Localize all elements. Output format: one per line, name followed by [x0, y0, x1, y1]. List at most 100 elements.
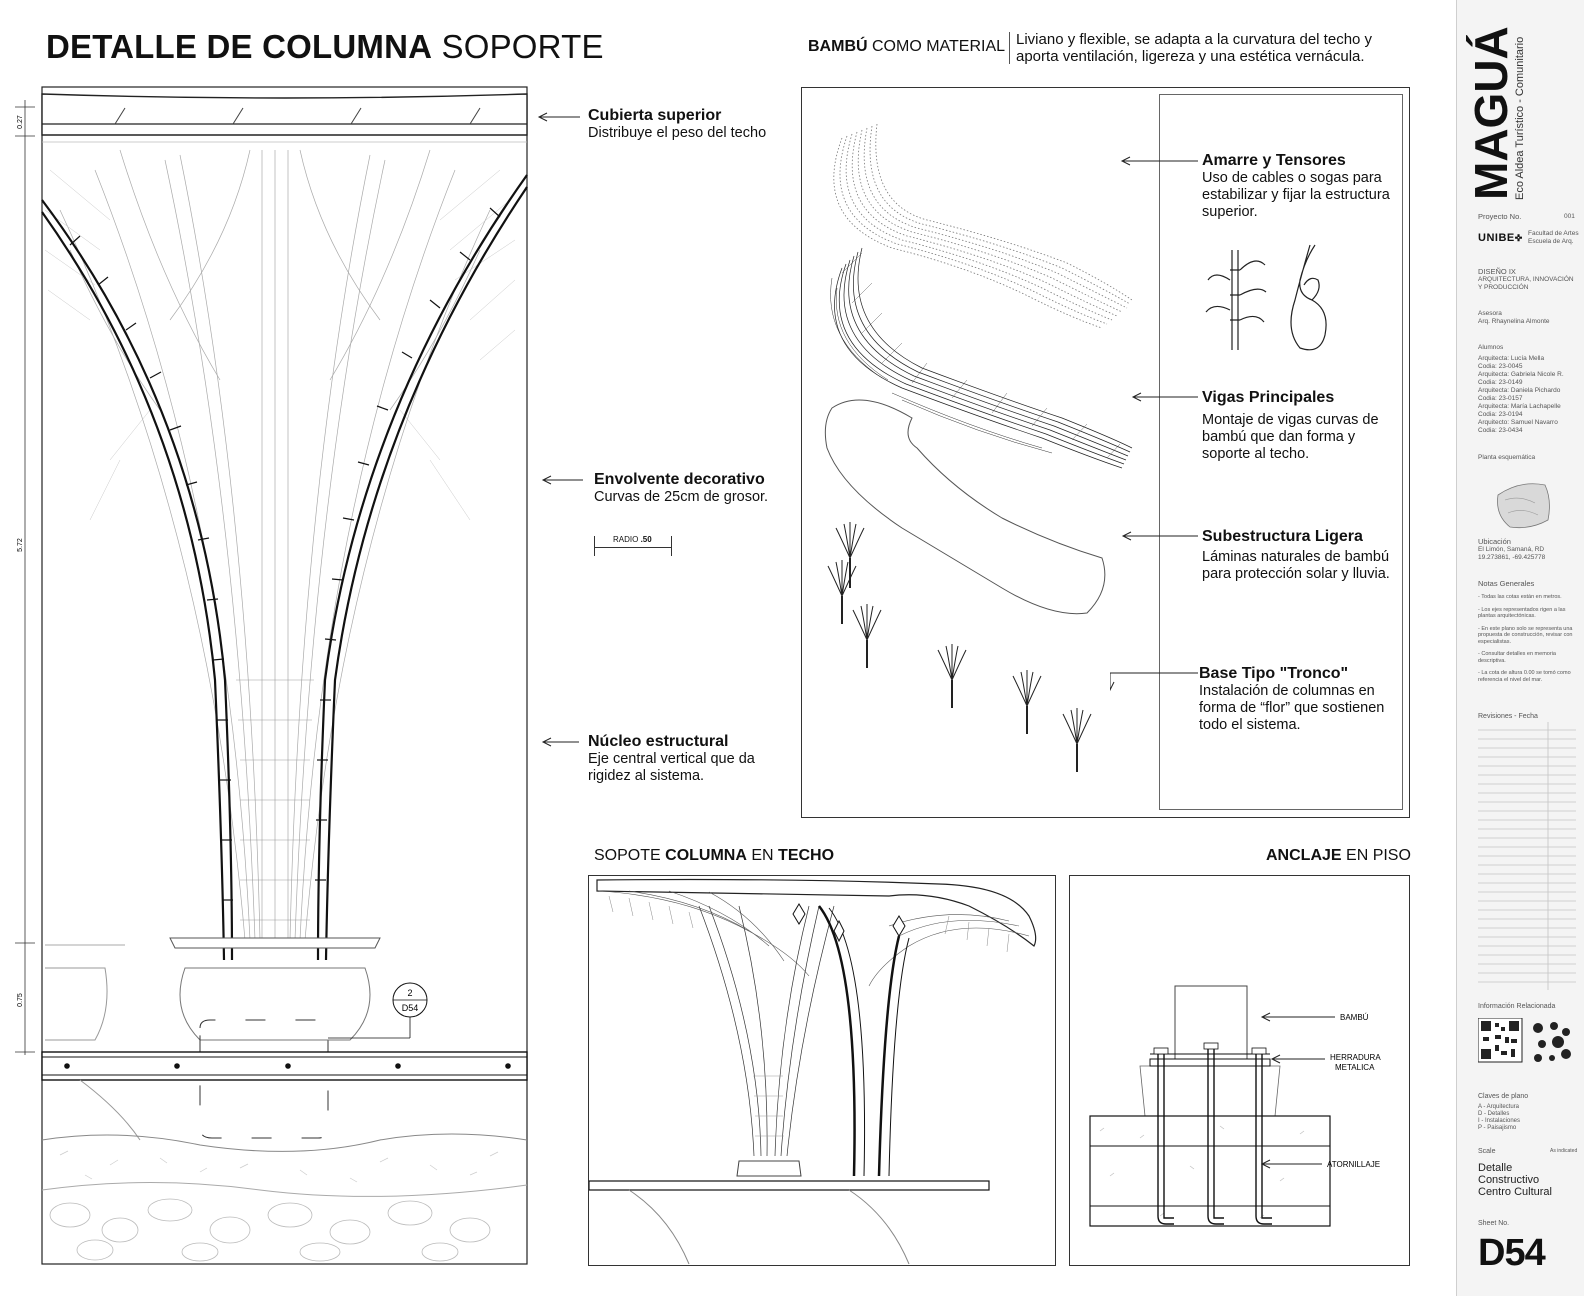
label-subestructura-text: Láminas naturales de bambú para protecci…	[1202, 549, 1390, 582]
note-item: - La cota de altura 0.00 se tomó como re…	[1478, 670, 1571, 683]
label-cubierta-title: Cubierta superior	[588, 107, 722, 124]
material-heading-rest: COMO MATERIAL	[872, 38, 1006, 55]
label-amarre: Amarre y Tensores Uso de cables o sogas …	[1202, 152, 1392, 221]
scale-desc-1: Detalle	[1478, 1162, 1513, 1174]
location-block: Ubicación El Limón, Samaná, RD 19.273861…	[1478, 538, 1578, 562]
section-title-techo-2: COLUMNA	[665, 847, 747, 864]
anchor-label-herradura-b: METALICA	[1335, 1063, 1375, 1072]
label-envolvente: Envolvente decorativo Curvas de 25cm de …	[594, 471, 804, 506]
student-line: Arquitecta: Gabriela Nicole R.	[1478, 371, 1564, 378]
label-base-title: Base Tipo "Tronco"	[1199, 665, 1349, 682]
key-item: A - Arquitectura	[1478, 1104, 1520, 1110]
dimension-bottom: 0.75	[17, 993, 24, 1007]
floor-anchor-drawing: BAMBÚ HERRADURA METALICA ATORNILLAJE	[1089, 985, 1381, 1227]
radio-dimension: RADIO .50	[594, 535, 672, 556]
label-envolvente-text: Curvas de 25cm de grosor.	[594, 489, 769, 505]
revisions-table	[1478, 722, 1576, 990]
material-separator	[1009, 32, 1010, 64]
material-heading-bold: BAMBÚ	[808, 38, 868, 55]
students-block: Alumnos Arquitecta: Lucía Mella Codia: 2…	[1478, 344, 1578, 435]
students-label: Alumnos	[1478, 344, 1504, 351]
note-item: - En este plano solo se representa una p…	[1478, 625, 1573, 645]
pattern-code-icon	[1533, 1022, 1571, 1062]
material-heading: BAMBÚ COMO MATERIAL	[808, 38, 1005, 56]
faculty-line-1: Facultad de Artes	[1528, 230, 1579, 237]
advisor-label: Asesora	[1478, 310, 1502, 317]
anchor-label-atornillaje: ATORNILLAJE	[1327, 1160, 1380, 1169]
roof-support-frame	[588, 875, 1056, 1266]
key-item: D - Detalles	[1478, 1111, 1510, 1117]
label-envolvente-title: Envolvente decorativo	[594, 471, 765, 488]
course-name: DISEÑO IX	[1478, 267, 1516, 276]
note-item: - Consultar detalles en memoria descript…	[1478, 651, 1556, 664]
scale-desc-3: Centro Cultural	[1478, 1186, 1552, 1198]
anchor-label-herradura-a: HERRADURA	[1330, 1053, 1381, 1062]
school-logo-mark: ✜	[1514, 233, 1523, 243]
label-amarre-text: Uso de cables o sogas para estabilizar y…	[1202, 170, 1390, 220]
sheet-title: DETALLE DE COLUMNA SOPORTE	[46, 28, 604, 66]
student-line: Codia: 23-0149	[1478, 379, 1523, 386]
sheet-number: D54	[1478, 1232, 1546, 1274]
radio-label-text: RADIO	[613, 535, 639, 544]
section-title-techo-4: TECHO	[778, 847, 835, 864]
brand-subtitle: Eco Aldea Turístico - Comunitario	[1514, 36, 1526, 200]
section-ref-sheet: D54	[402, 1003, 419, 1013]
section-title-anclaje: ANCLAJE EN PISO	[1266, 847, 1411, 865]
student-line: Codia: 23-0157	[1478, 395, 1523, 402]
exploded-labels-frame	[1159, 94, 1403, 810]
student-line: Arquitecto: Samuel Navarro	[1478, 419, 1558, 426]
key-item: P - Paisajismo	[1478, 1125, 1517, 1131]
label-vigas-text: Montaje de vigas curvas de bambú que dan…	[1202, 412, 1379, 462]
location-label: Ubicación	[1478, 537, 1511, 546]
brand-title: MAGUÁ	[1465, 26, 1517, 200]
label-nucleo: Núcleo estructural Eje central vertical …	[588, 733, 768, 785]
related-label: Información Relacionada	[1478, 1003, 1556, 1010]
column-leader-arrows	[537, 112, 583, 747]
student-line: Arquitecta: Lucía Mella	[1478, 355, 1545, 362]
course-desc: ARQUITECTURA, INNOVACIÓN Y PRODUCCIÓN	[1478, 276, 1574, 291]
anchor-label-bambu: BAMBÚ	[1340, 1013, 1369, 1022]
faculty-line-2: Escuela de Arq.	[1528, 238, 1574, 245]
radio-label: RADIO .50	[611, 535, 654, 544]
label-base: Base Tipo "Tronco" Instalación de column…	[1199, 665, 1389, 734]
student-line: Codia: 23-0194	[1478, 411, 1523, 418]
course-block: DISEÑO IX ARQUITECTURA, INNOVACIÓN Y PRO…	[1478, 268, 1578, 292]
label-cubierta: Cubierta superior Distribuye el peso del…	[588, 107, 768, 142]
note-item: - Todas las cotas están en metros.	[1478, 594, 1562, 600]
section-ref-number: 2	[407, 988, 412, 998]
section-title-anclaje-1: ANCLAJE	[1266, 847, 1342, 864]
label-vigas: Vigas Principales Montaje de vigas curva…	[1202, 389, 1392, 463]
sheet-title-bold: DETALLE DE COLUMNA	[46, 28, 433, 65]
student-line: Codia: 23-0045	[1478, 363, 1523, 370]
label-vigas-title: Vigas Principales	[1202, 389, 1335, 406]
project-label: Proyecto No.	[1478, 212, 1522, 221]
roof-support-drawing	[589, 878, 1037, 1265]
school-logo: UNIBE✜	[1478, 232, 1523, 244]
exploded-view-frame	[801, 87, 1410, 818]
label-nucleo-text: Eje central vertical que da rigidez al s…	[588, 751, 755, 784]
label-subestructura-title: Subestructura Ligera	[1202, 528, 1363, 545]
scale-label: Scale	[1478, 1148, 1496, 1155]
sheet-title-light: SOPORTE	[441, 28, 604, 65]
scale-description: Detalle Constructivo Centro Cultural	[1478, 1162, 1552, 1198]
notes-label: Notas Generales	[1478, 579, 1535, 588]
label-base-text: Instalación de columnas en forma de “flo…	[1199, 683, 1385, 733]
section-title-techo-3: EN	[751, 847, 774, 864]
project-number: 001	[1564, 213, 1575, 220]
qr-code-icon	[1478, 1018, 1523, 1063]
bamboo-and-rope-sketch	[1205, 244, 1327, 351]
scale-value: As indicated	[1550, 1148, 1578, 1154]
location-coordinates: 19.273861, -69.425778	[1478, 554, 1546, 561]
revisions-label: Revisiones - Fecha	[1478, 713, 1538, 720]
label-cubierta-text: Distribuye el peso del techo	[588, 125, 767, 141]
scale-desc-2: Constructivo	[1478, 1174, 1540, 1186]
advisor-name: Arq. Rhaynelina Almonte	[1478, 318, 1550, 325]
dimension-middle: 5.72	[17, 538, 24, 552]
keys-block: Claves de plano A - Arquitectura D - Det…	[1478, 1093, 1574, 1132]
keys-label: Claves de plano	[1478, 1093, 1529, 1100]
note-item: - Los ejes representados rigen a las pla…	[1478, 606, 1566, 620]
advisor-block: Asesora Arq. Rhaynelina Almonte	[1478, 310, 1550, 326]
qr-codes	[1478, 1018, 1571, 1063]
exploded-leader-arrows	[1110, 156, 1198, 692]
student-line: Arquitecta: María Lachapelle	[1478, 403, 1561, 410]
